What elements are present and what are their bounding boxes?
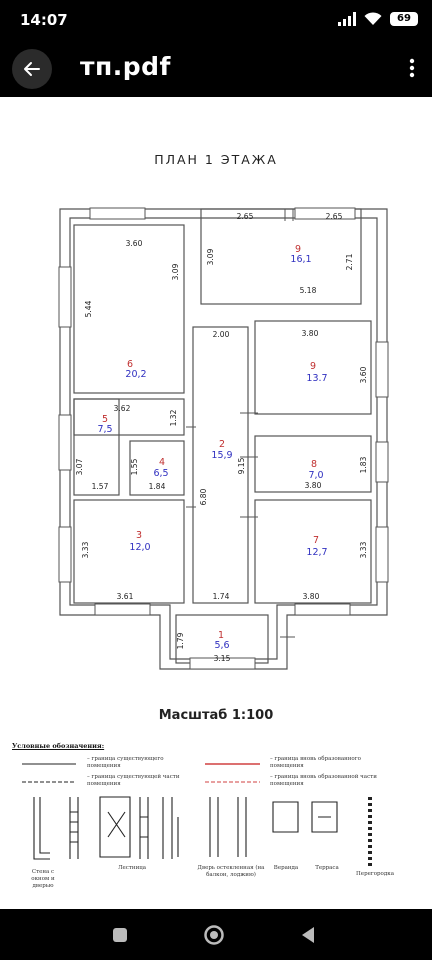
legend-caption: Перегородка xyxy=(356,871,394,877)
app-bar: тп.pdf xyxy=(0,40,432,97)
dimension: 5.44 xyxy=(84,300,93,317)
legend-caption: Дверь остекленная (на балкон, лоджию) xyxy=(197,865,265,878)
legend-item: – граница вновь образованного помещения xyxy=(270,756,361,769)
dimension: 3.09 xyxy=(171,263,180,280)
dimension: 1.84 xyxy=(149,482,166,491)
room-number: 7 xyxy=(313,535,319,546)
dimension: 1.32 xyxy=(169,409,178,426)
dimension: 3.62 xyxy=(114,404,131,413)
room-area: 7,0 xyxy=(308,470,323,481)
triangle-back-icon xyxy=(302,927,314,943)
room-area: 12,0 xyxy=(129,542,150,553)
dimension: 3.80 xyxy=(305,481,322,490)
status-icons: 69 xyxy=(338,12,418,26)
document-title: тп.pdf xyxy=(80,52,171,81)
status-time: 14:07 xyxy=(20,11,68,29)
room-area: 12,7 xyxy=(306,547,327,558)
room-number: 9 xyxy=(295,244,301,255)
dimension: 3.15 xyxy=(214,654,231,663)
room-number: 2 xyxy=(219,439,225,450)
dimension: 3.60 xyxy=(126,239,143,248)
room-area: 20,2 xyxy=(125,369,146,380)
dimension: 1.55 xyxy=(130,458,139,475)
dimension: 5.18 xyxy=(300,286,317,295)
status-bar: 14:07 69 xyxy=(0,0,432,40)
home-button[interactable] xyxy=(200,921,228,949)
dimension: 3.09 xyxy=(206,248,215,265)
legend-caption: Веранда xyxy=(273,865,299,871)
dimension: 9.15 xyxy=(237,457,246,474)
dimension: 3.07 xyxy=(75,458,84,475)
dimension: 3.80 xyxy=(302,329,319,338)
battery-icon: 69 xyxy=(390,12,418,26)
room-area: 15,9 xyxy=(211,450,232,461)
dimension: 6.80 xyxy=(199,488,208,505)
arrow-left-icon xyxy=(24,62,40,76)
dimension: 3.33 xyxy=(359,541,368,558)
dimension: 1.57 xyxy=(92,482,109,491)
room-number: 5 xyxy=(102,414,108,425)
back-button[interactable] xyxy=(12,49,52,89)
legend-item: – граница существующей части помещения xyxy=(87,774,180,787)
legend-symbols xyxy=(22,763,372,867)
legend-caption: Терраса xyxy=(315,865,339,871)
legend-title: Условные обозначения: xyxy=(12,742,105,750)
pdf-page[interactable]: ПЛАН 1 ЭТАЖА xyxy=(0,97,432,909)
dimension: 3.61 xyxy=(117,592,134,601)
room-number: 1 xyxy=(218,630,224,641)
legend-caption: Лестница xyxy=(117,865,147,871)
back-nav-button[interactable] xyxy=(294,921,322,949)
dimension: 1.79 xyxy=(176,632,185,649)
dimension: 1.83 xyxy=(359,456,368,473)
room-area: 5,6 xyxy=(214,640,229,651)
signal-icon xyxy=(338,12,356,26)
home-circle-icon xyxy=(204,925,224,945)
wifi-icon xyxy=(364,12,382,25)
dimension: 3.80 xyxy=(303,592,320,601)
dimension: 3.60 xyxy=(359,366,368,383)
room-number: 4 xyxy=(159,457,165,468)
room-number: 9 xyxy=(310,361,316,372)
dimension: 2.65 xyxy=(237,212,254,221)
dimension: 3.33 xyxy=(81,541,90,558)
floor-plan xyxy=(58,207,389,670)
more-options-button[interactable] xyxy=(402,54,422,82)
legend-item: – граница вновь образованной части помещ… xyxy=(270,774,377,787)
room-area: 13.7 xyxy=(306,373,327,384)
dimension: 1.74 xyxy=(213,592,230,601)
legend-caption: Стена с окном и дверью xyxy=(31,869,55,889)
room-area: 6,5 xyxy=(153,468,168,479)
room-area: 16,1 xyxy=(290,254,311,265)
room-number: 6 xyxy=(127,359,133,370)
dimension: 2.00 xyxy=(213,330,230,339)
legend-item: – граница существующего помещения xyxy=(87,756,164,769)
square-icon xyxy=(113,928,127,942)
scale-label: Масштаб 1:100 xyxy=(158,708,274,723)
room-number: 3 xyxy=(136,530,142,541)
navigation-bar xyxy=(0,909,432,960)
room-number: 8 xyxy=(311,459,317,470)
room-area: 7,5 xyxy=(97,424,112,435)
dimension: 2.71 xyxy=(345,253,354,270)
recents-button[interactable] xyxy=(106,921,134,949)
plan-title: ПЛАН 1 ЭТАЖА xyxy=(154,152,278,167)
dimension: 2.65 xyxy=(326,212,343,221)
more-vert-icon xyxy=(409,58,415,78)
room-labels: 9 16,1 6 20,2 9 13.7 5 7,5 2 15,9 4 6,5 … xyxy=(75,212,368,663)
